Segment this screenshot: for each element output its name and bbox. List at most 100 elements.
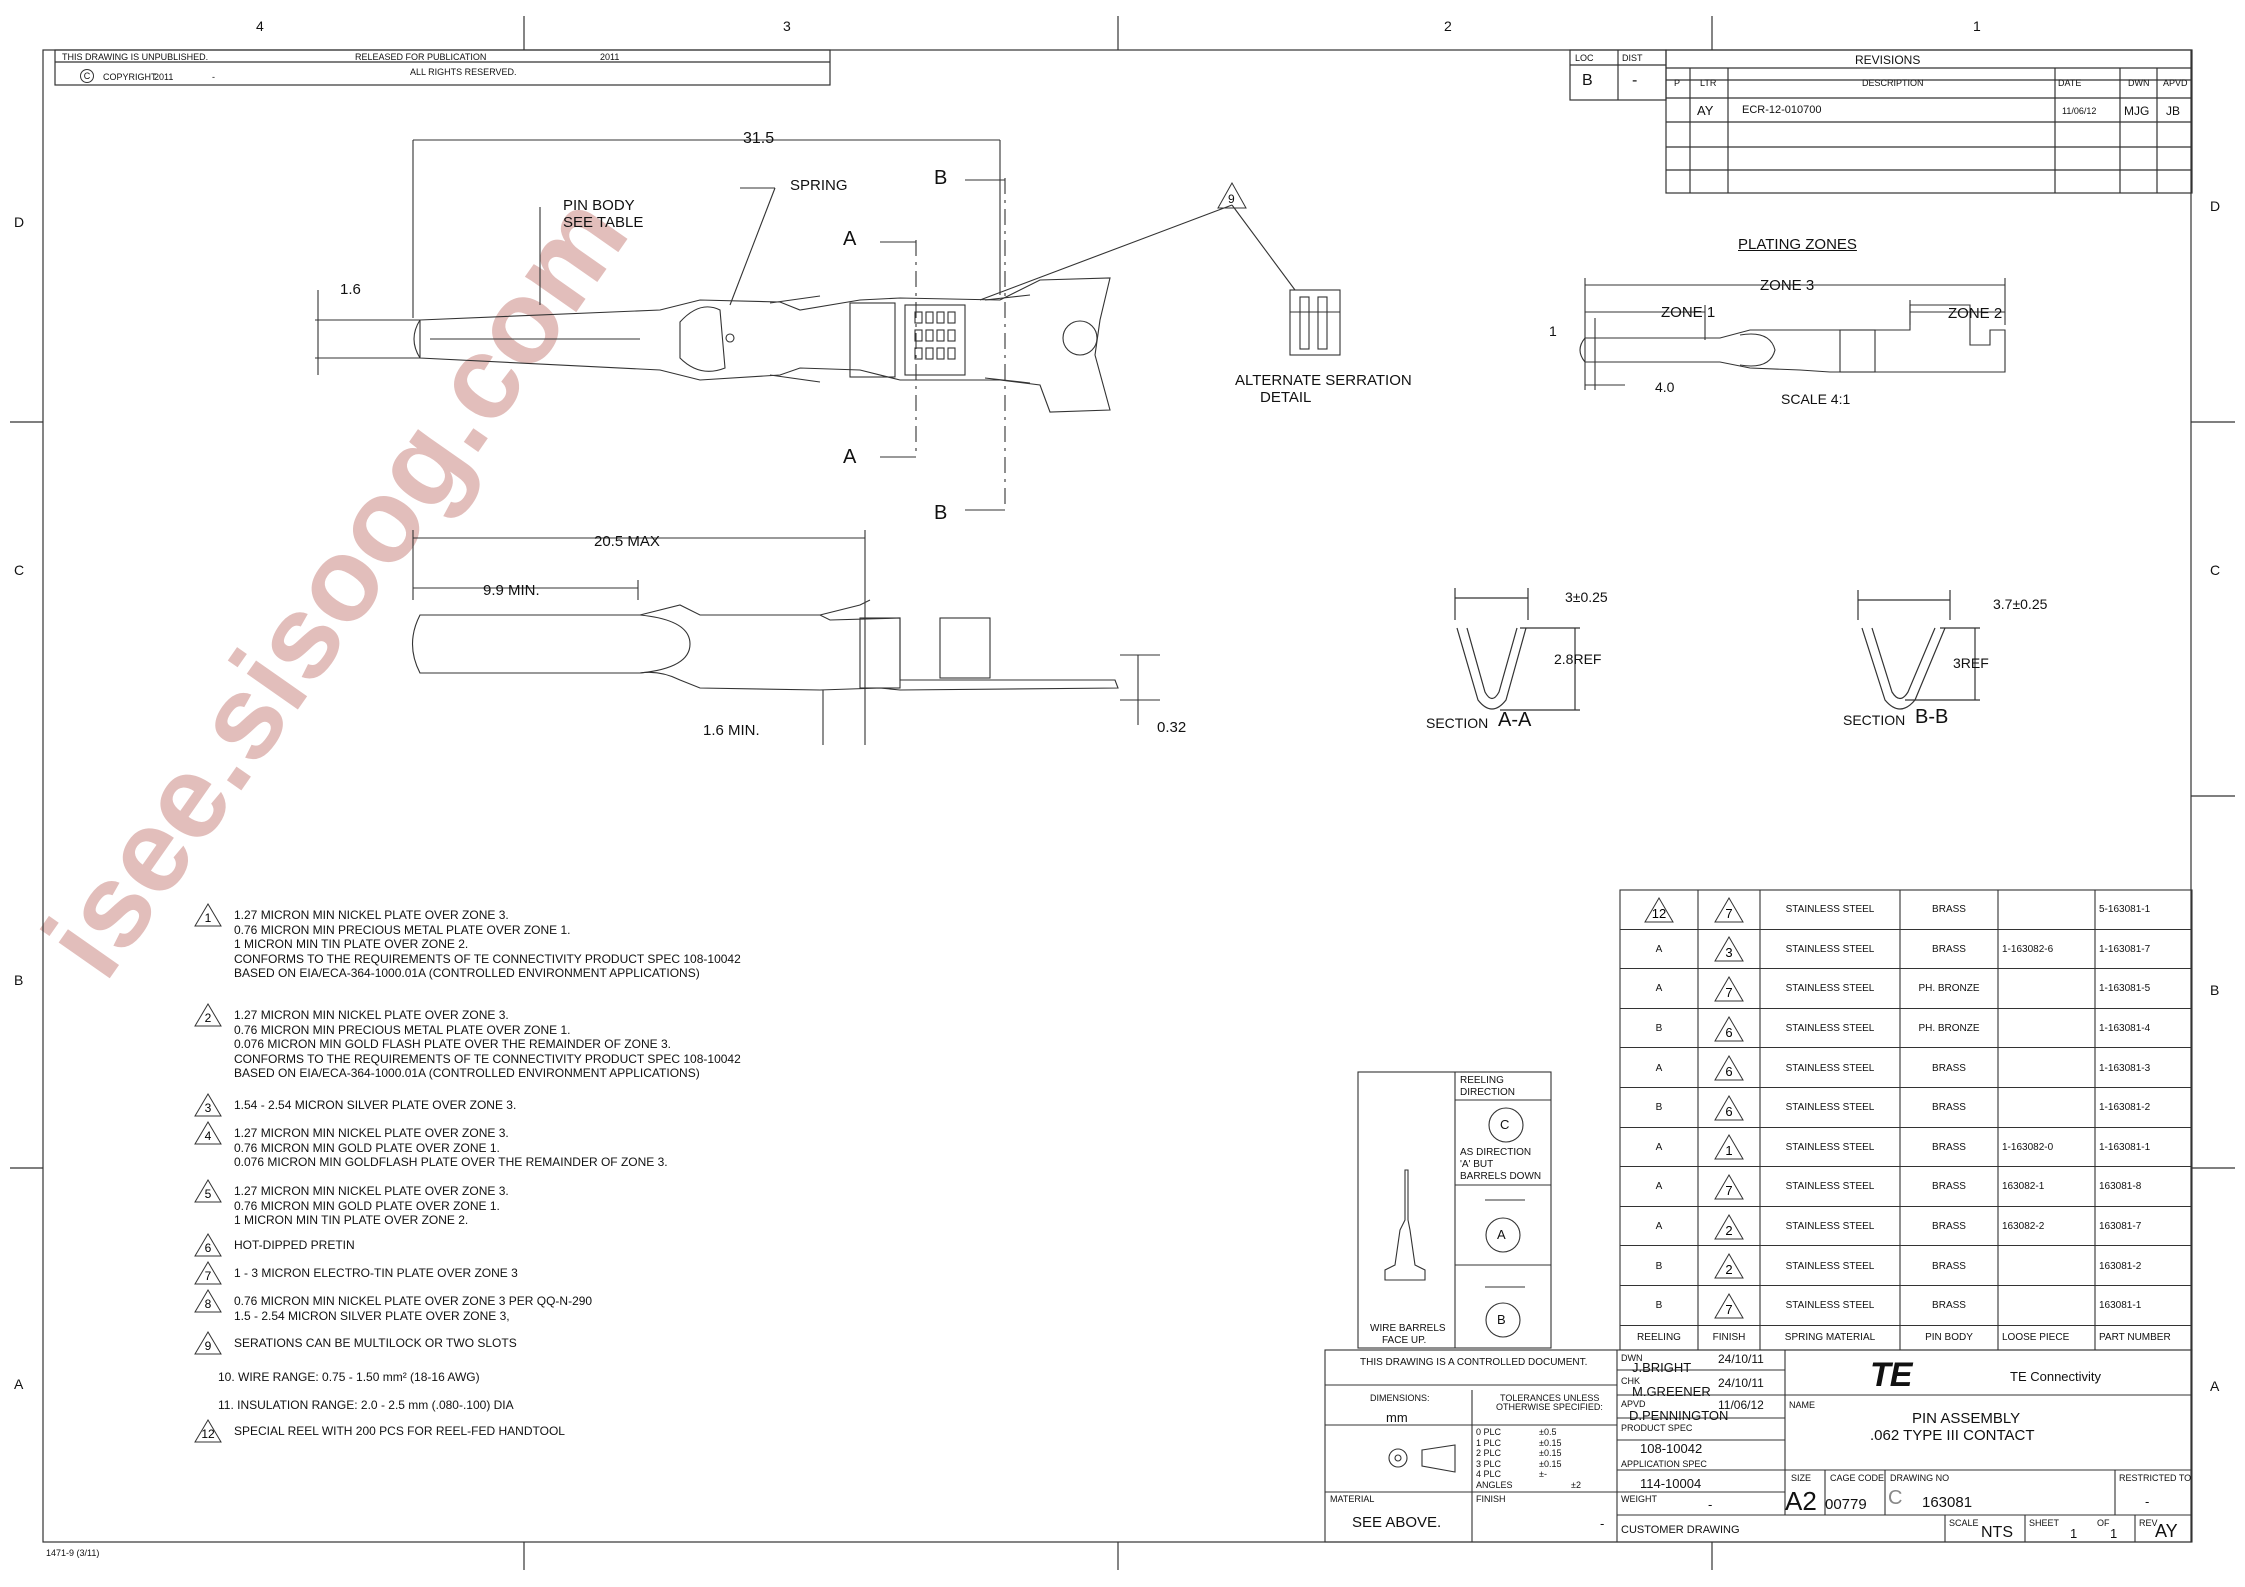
tolerance-value: ±0.15 [1539,1458,1562,1469]
table-cell: BRASS [1932,1221,1966,1233]
dim-overall-length: 31.5 [743,130,775,147]
table-cell: 6 [1698,1048,1760,1088]
row-label-a-right: A [2210,1378,2220,1394]
table-cell: BRASS [1932,1181,1966,1193]
table-cell: B [1655,1023,1663,1035]
tolerance-row: ANGLES ±2 [1476,1480,1616,1490]
table-cell: 163081-8 [2099,1181,2142,1193]
finish-triangle-icon: 2 [1714,1253,1744,1279]
finish-triangle-icon: 6 [1714,1015,1744,1042]
rev-header-apvd: APVD [2163,78,2188,88]
note-text: 1.27 MICRON MIN NICKEL PLATE OVER ZONE 3… [234,1126,509,1140]
finish-triangle-icon: 7 [1714,1173,1744,1200]
section-bb-label: SECTION [1843,712,1906,728]
table-cell: BRASS [1932,943,1966,955]
product-spec-value: 108-10042 [1640,1441,1703,1456]
drawing-no-value: 163081 [1922,1494,1973,1511]
app-spec-label: APPLICATION SPEC [1621,1459,1707,1469]
note-number-triangle-icon: 5 [194,1179,222,1203]
table-cell: STAINLESS STEEL [1785,1102,1875,1114]
reel-c-note-3: BARRELS DOWN [1460,1171,1542,1182]
table-cell: BRASS [1932,1260,1966,1272]
section-b-bottom-marker: B [934,502,948,524]
table-cell: STAINLESS STEEL [1785,1300,1875,1312]
chk-name: M.GREENER [1632,1384,1711,1399]
sheet-label: SHEET [2029,1518,2060,1528]
note-number-triangle-icon: 3 [194,1093,222,1117]
alt-serration-label: ALTERNATE SERRATION [1235,372,1412,389]
note-text: 1 MICRON MIN TIN PLATE OVER ZONE 2. [234,937,469,951]
tolerance-row: 1 PLC±0.15 [1476,1438,1616,1448]
note-text: 1.54 - 2.54 MICRON SILVER PLATE OVER ZON… [234,1098,517,1112]
rev-value: AY [2155,1521,2178,1541]
table-cell: 163081-2 [2099,1260,2142,1272]
finish-triangle-icon: 1 [1714,1134,1744,1160]
scale-value: NTS [1981,1524,2013,1541]
cage-code-value: 00779 [1825,1496,1867,1513]
table-cell: 7 [1698,890,1760,930]
size-value: A2 [1785,1486,1817,1516]
table-cell: STAINLESS STEEL [1785,983,1875,995]
triangle-number: 7 [1725,906,1732,921]
plating-zones-title: PLATING ZONES [1738,236,1857,253]
triangle-number: 7 [1725,985,1732,1000]
table-cell: 1-163081-1 [2099,1141,2151,1153]
dist-value: - [1632,72,1638,89]
col-label-2: 2 [1444,18,1452,34]
finish-triangle-icon: 7 [1714,975,1744,1002]
rev-header-p: P [1674,78,1681,88]
tolerance-key: 3 PLC [1476,1458,1502,1469]
triangle-number: 1 [1725,1143,1732,1158]
table-cell: BRASS [1932,904,1966,916]
chk-date: 24/10/11 [1718,1376,1764,1390]
tolerance-key: 4 PLC [1476,1469,1502,1479]
note-9-flag: 9 [1228,192,1235,206]
product-spec-label: PRODUCT SPEC [1621,1423,1693,1433]
app-spec-value: 114-10004 [1640,1476,1702,1491]
table-cell: STAINLESS STEEL [1785,1260,1875,1272]
tolerance-value: ±2 [1571,1479,1581,1490]
title-block-frame [1324,1349,2193,1543]
table-cell: BRASS [1932,1062,1966,1074]
triangle-number: 2 [1725,1223,1732,1238]
note-text: BASED ON EIA/ECA-364-1000.01A (CONTROLLE… [234,1066,700,1080]
reel-c-marker: C [1500,1117,1510,1132]
note-number-triangle-icon: 9 [194,1331,222,1355]
col-label-3: 3 [783,18,791,34]
table-cell: 2 [1698,1246,1760,1286]
section-aa-width: 3±0.25 [1565,589,1608,605]
note-number-triangle-icon: 12 [194,1419,222,1443]
rev-label: REV [2139,1518,2158,1528]
chk-label: CHK [1621,1376,1641,1386]
name-label: NAME [1789,1400,1816,1410]
finish-triangle-icon: 7 [1714,1292,1744,1319]
note-text: 1.27 MICRON MIN NICKEL PLATE OVER ZONE 3… [234,1184,509,1198]
table-cell: A [1655,1181,1663,1193]
dist-label: DIST [1622,53,1643,63]
note-number: 1 [205,911,212,925]
tolerance-key: 1 PLC [1476,1437,1502,1448]
table-cell: A [1655,1221,1663,1233]
note-text: CONFORMS TO THE REQUIREMENTS OF TE CONNE… [234,951,741,966]
finish-value: - [1600,1516,1605,1531]
table-cell [1998,1009,2095,1049]
finish-triangle-icon: 3 [1714,936,1744,962]
section-aa-drawing [1454,588,1580,711]
row-label-c-left: C [14,562,25,578]
finish-triangle-icon: 12 [1644,896,1674,923]
table-cell: STAINLESS STEEL [1785,1062,1875,1074]
table-cell: 163081-7 [2099,1221,2142,1233]
section-a-top-marker: A [843,228,857,250]
weight-label: WEIGHT [1621,1494,1657,1504]
tolerance-key: ANGLES [1476,1479,1513,1490]
col-label-1: 1 [1973,18,1981,34]
unpublished-note: THIS DRAWING IS UNPUBLISHED. [62,52,209,62]
table-header-cell: SPRING MATERIAL [1784,1332,1876,1344]
rev-header-date: DATE [2058,78,2082,88]
cage-code-label: CAGE CODE [1830,1473,1885,1483]
